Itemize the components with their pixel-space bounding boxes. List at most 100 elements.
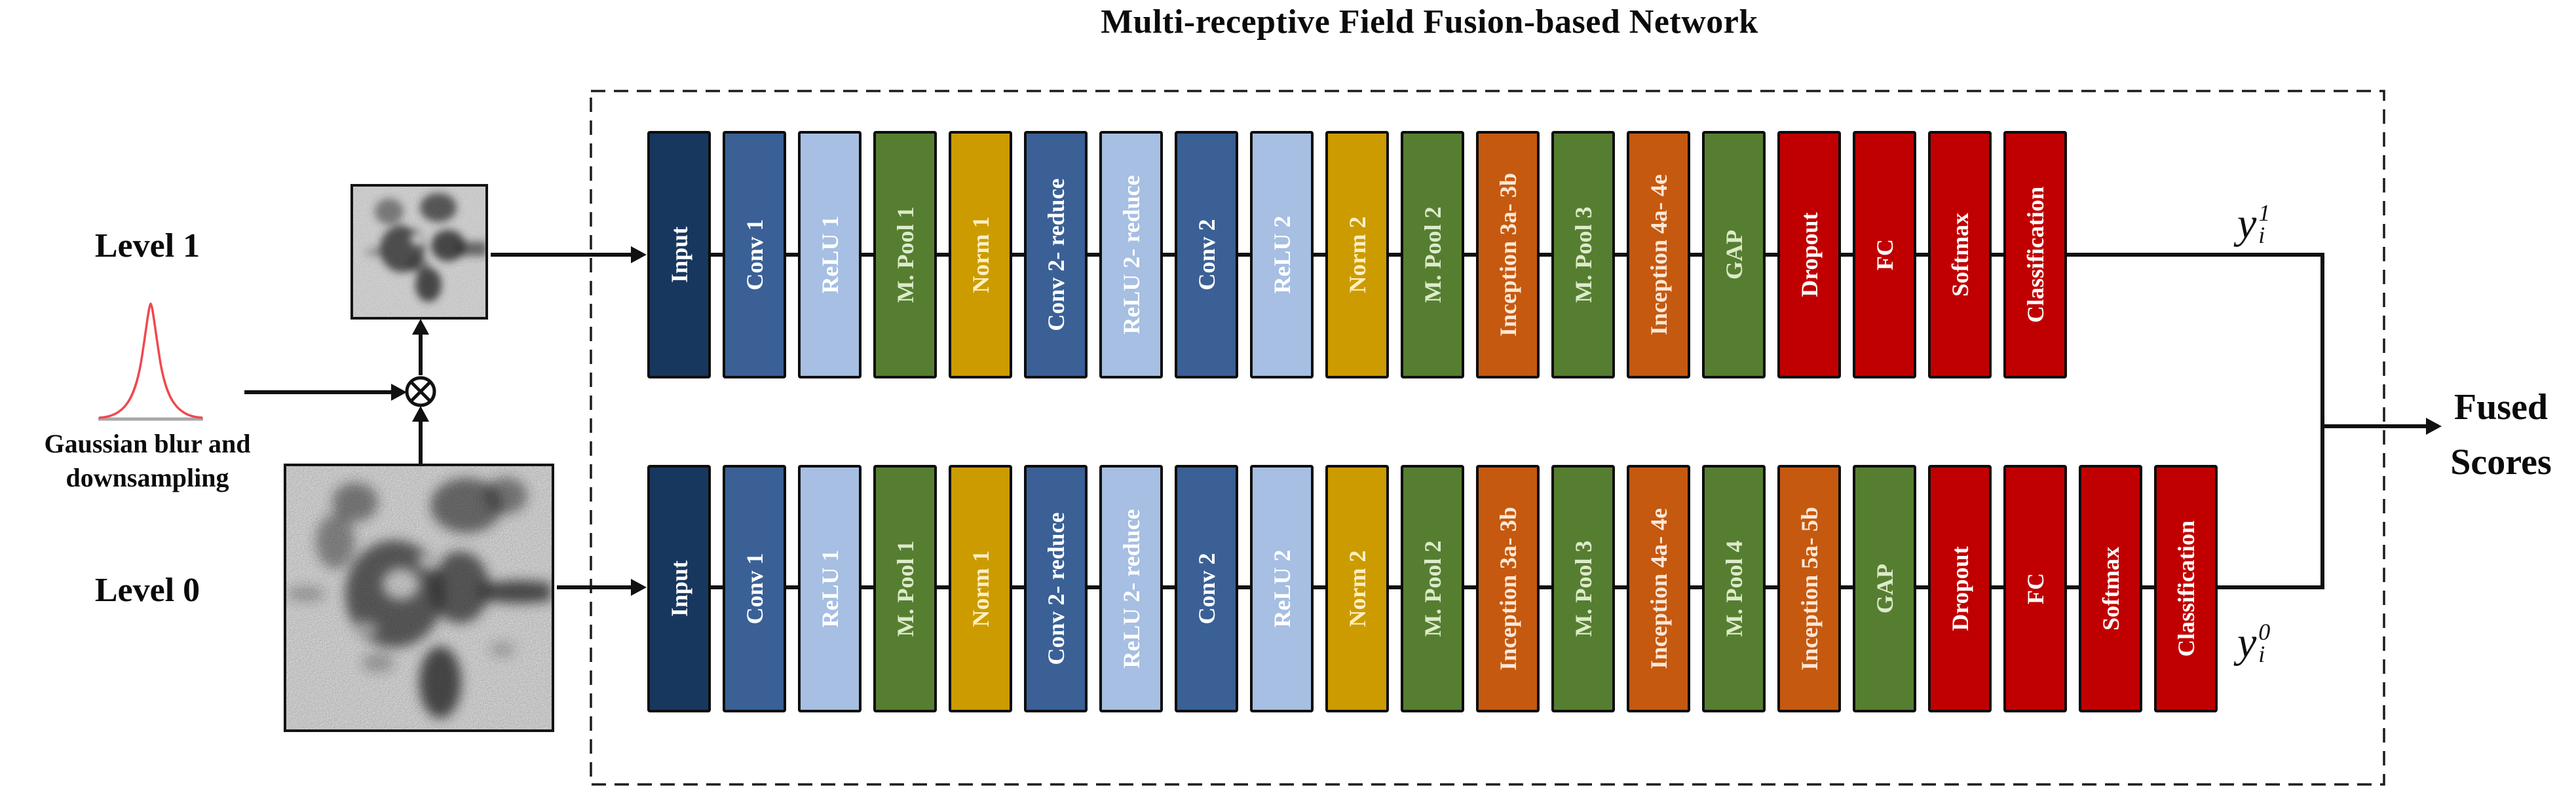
layer-block-gap: GAP [1702,131,1766,378]
layer-block-label: Dropout [1946,546,1973,631]
level-0-label: Level 0 [94,572,200,609]
gaussian-to-multiply-arrowhead [391,384,407,401]
top-branch-row: Input Conv 1 ReLU 1 M. Pool 1 Norm 1 Conv 2- … [647,131,2067,378]
layer-block-m-pool-4: M. Pool 4 [1702,465,1766,712]
layer-block-label: Conv 1 [741,219,768,291]
layer-block-label: M. Pool 1 [892,206,919,303]
gaussian-caption-line1: Gaussian blur and [44,429,251,458]
layer-block-label: Inception 3a- 3b [1494,506,1521,671]
layer-block-relu-1: ReLU 1 [798,131,862,378]
layer-block-label: ReLU 2- reduce [1118,509,1145,669]
fused-scores-line1: Fused [2453,387,2548,428]
layer-block-label: M. Pool 3 [1570,540,1597,637]
layer-block-relu-2-reduce: ReLU 2- reduce [1099,465,1163,712]
layer-block-inception-3a-3b: Inception 3a- 3b [1476,131,1540,378]
layer-block-label: Inception 5a- 5b [1796,506,1823,671]
layer-block-label: ReLU 2 [1268,549,1295,628]
layer-block-dropout: Dropout [1777,131,1841,378]
layer-block-label: Inception 4a- 4e [1645,508,1672,669]
gaussian-caption-line2: downsampling [66,463,229,492]
layer-block-label: Conv 1 [741,553,768,625]
layer-block-label: Inception 4a- 4e [1645,174,1672,335]
layer-block-label: M. Pool 2 [1419,206,1446,303]
layer-block-fc: FC [1853,131,1916,378]
layer-block-label: Norm 2 [1344,216,1371,293]
fusion-bracket-vertical-line [2320,253,2324,589]
layer-block-m-pool-2: M. Pool 2 [1401,131,1464,378]
layer-block-label: M. Pool 2 [1419,540,1446,637]
score-superscript: 0 [2258,619,2271,645]
layer-block-label: ReLU 1 [816,215,843,294]
layer-block-m-pool-3: M. Pool 3 [1551,465,1615,712]
layer-block-label: Softmax [2097,547,2124,631]
layer-block-classification: Classification [2003,131,2067,378]
multiply-to-level1-arrowhead [412,319,429,335]
fused-output-arrowhead [2426,418,2442,435]
layer-block-conv-2-reduce: Conv 2- reduce [1024,131,1088,378]
layer-block-inception-4a-4e: Inception 4a- 4e [1627,465,1690,712]
layer-block-label: M. Pool 3 [1570,206,1597,303]
layer-block-label: Input [666,226,692,284]
layer-block-softmax: Softmax [2079,465,2142,712]
layer-block-label: Input [666,560,692,617]
layer-block-label: Inception 3a- 3b [1494,172,1521,337]
layer-block-label: Classification [2022,186,2049,323]
layer-block-norm-2: Norm 2 [1325,131,1389,378]
layer-block-classification: Classification [2154,465,2218,712]
fused-scores-label: Fused Scores [2424,380,2576,490]
level0-to-bottom-branch-line [557,585,632,589]
layer-block-label: Dropout [1796,212,1823,297]
layer-block-input: Input [647,131,711,378]
layer-block-softmax: Softmax [1928,131,1992,378]
layer-block-label: Conv 2- reduce [1042,178,1069,331]
multiply-to-level1-line [419,331,423,375]
layer-block-label: GAP [1871,564,1898,614]
layer-block-norm-2: Norm 2 [1325,465,1389,712]
level0-to-bottom-branch-arrowhead [631,579,647,596]
bottom-branch-score-label: y 0 i [2237,619,2271,667]
layer-block-m-pool-1: M. Pool 1 [873,465,937,712]
layer-block-input: Input [647,465,711,712]
layer-block-label: ReLU 1 [816,549,843,628]
layer-block-fc: FC [2003,465,2067,712]
layer-block-norm-1: Norm 1 [949,131,1012,378]
layer-block-label: M. Pool 1 [892,540,919,637]
score-base: y [2237,619,2257,667]
layer-block-m-pool-3: M. Pool 3 [1551,131,1615,378]
gaussian-caption: Gaussian blur and downsampling [12,427,283,495]
layer-block-label: Conv 2 [1193,553,1220,625]
level0-to-multiply-line [419,420,423,464]
layer-block-label: ReLU 2- reduce [1118,175,1145,335]
level1-to-top-branch-arrowhead [631,246,647,263]
score-superscript: 1 [2258,200,2271,226]
layer-block-gap: GAP [1853,465,1916,712]
gaussian-to-multiply-line [244,390,392,394]
gaussian-curve-icon [98,302,203,421]
layer-block-label: FC [2022,573,2049,604]
fused-scores-line2: Scores [2450,442,2552,483]
layer-block-norm-1: Norm 1 [949,465,1012,712]
top-branch-score-label: y 1 i [2237,200,2271,249]
level-0-image [284,464,554,732]
layer-block-inception-4a-4e: Inception 4a- 4e [1627,131,1690,378]
layer-block-label: Norm 2 [1344,550,1371,627]
layer-block-relu-2: ReLU 2 [1250,131,1314,378]
level-1-image [350,184,488,320]
layer-block-label: ReLU 2 [1268,215,1295,294]
layer-block-conv-1: Conv 1 [723,465,786,712]
score-base: y [2237,200,2257,248]
multiply-icon [405,376,436,407]
layer-block-label: Softmax [1946,213,1973,297]
layer-block-label: Conv 2 [1193,219,1220,291]
layer-block-label: Norm 1 [967,216,994,293]
layer-block-m-pool-1: M. Pool 1 [873,131,937,378]
layer-block-relu-2: ReLU 2 [1250,465,1314,712]
score-subscript: i [2258,222,2265,249]
level0-to-multiply-arrowhead [412,406,429,422]
layer-block-inception-5a-5b: Inception 5a- 5b [1777,465,1841,712]
layer-block-label: FC [1871,239,1898,270]
layer-block-dropout: Dropout [1928,465,1992,712]
layer-block-label: Norm 1 [967,550,994,627]
layer-block-label: Classification [2172,520,2199,657]
